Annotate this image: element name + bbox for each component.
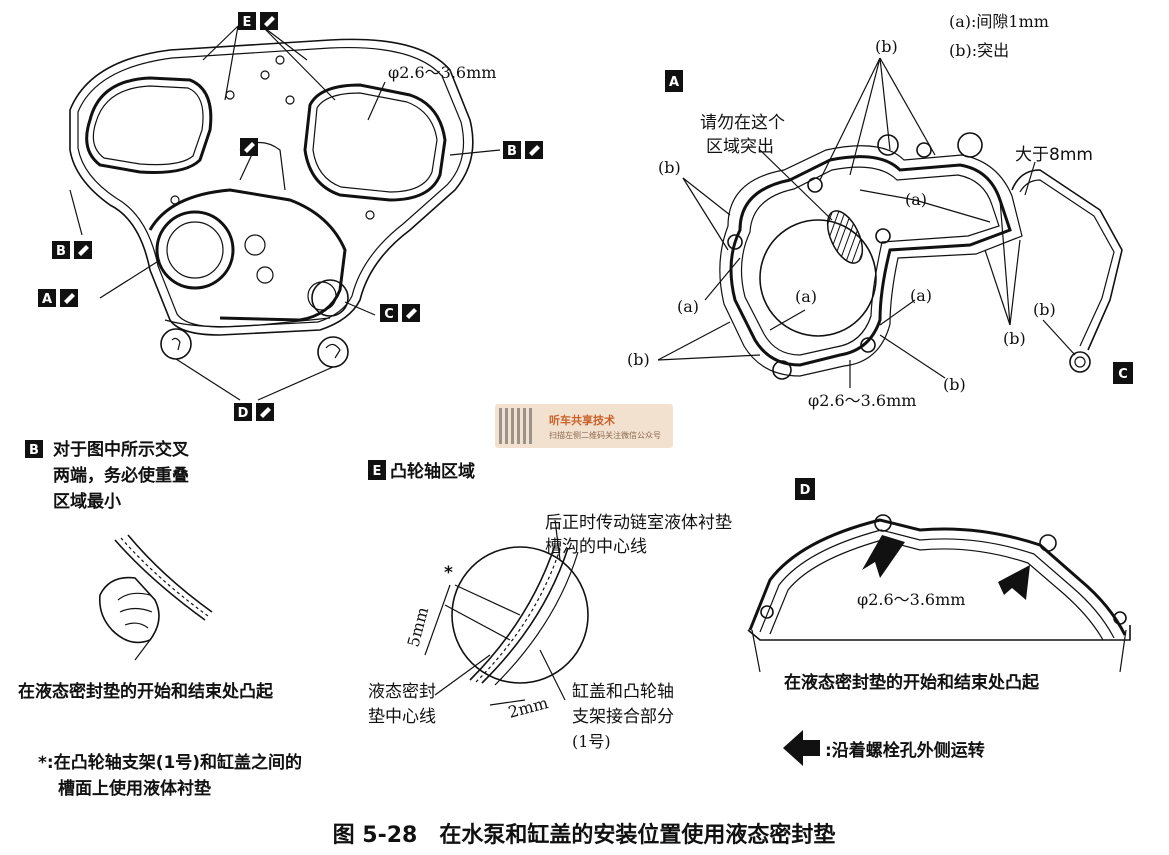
svg-text:A: A [42, 292, 52, 307]
arrow-legend-icon [783, 730, 820, 766]
svg-text:B: B [56, 244, 66, 259]
note-b-line1: 对于图中所示交叉 [53, 439, 190, 460]
tag-e-top-letter: E [243, 15, 252, 30]
pencil-icon [406, 308, 417, 319]
joint-line3: (1号) [572, 732, 611, 751]
legend-b: (b):突出 [949, 41, 1009, 60]
overview-leader-lines [69, 25, 501, 401]
tag-b-right: B [503, 141, 543, 159]
tag-a-left: A [38, 289, 78, 307]
tag-d-detail: D [795, 478, 815, 500]
tag-c-left: C [380, 304, 420, 322]
detail-a-phi-label: φ2.6～3.6mm [808, 391, 916, 410]
star-mark: * [444, 563, 453, 583]
pencil-icon [264, 16, 275, 27]
svg-text:A: A [669, 75, 679, 90]
callout-a-left: (a) [677, 297, 699, 316]
callout-b-bottom: (b) [943, 375, 966, 394]
groove-line1: 后正时传动链室液体衬垫 [545, 513, 732, 533]
callout-b-top: (b) [875, 37, 898, 56]
tag-d-left: D [234, 403, 274, 421]
callout-b-right: (b) [1003, 329, 1026, 348]
detail-d-caption: 在液态密封垫的开始和结束处凸起 [784, 672, 1040, 693]
callout-b-bottom-left: (b) [627, 350, 650, 369]
note-b-line2: 两端，务必使重叠 [53, 465, 189, 486]
joint-line1: 缸盖和凸轮轴 [572, 681, 674, 702]
tag-a-detail: A [665, 70, 683, 92]
arrow-legend-text: :沿着螺栓孔外侧运转 [825, 740, 985, 761]
note-e-title: 凸轮轴区域 [390, 461, 475, 482]
detail-d-drawing [747, 514, 1131, 673]
callout-a-right: (a) [905, 190, 927, 209]
note-e: E 凸轮轴区域 [368, 460, 475, 482]
callout-a-lower: (a) [910, 286, 932, 305]
watermark-subtitle: 扫描左侧二维码关注微信公众号 [549, 431, 661, 440]
callout-b-left: (b) [658, 158, 681, 177]
footnote-line2: 槽面上使用液体衬垫 [58, 778, 211, 799]
detail-d-phi-label: φ2.6～3.6mm [857, 590, 965, 609]
note-b: B 对于图中所示交叉 两端，务必使重叠 区域最小 [25, 439, 190, 512]
detail-b-drawing [98, 534, 213, 661]
legend-a: (a):间隙1mm [949, 12, 1049, 31]
no-protrude-line2: 区域突出 [706, 137, 774, 157]
tag-e-top: E [238, 12, 278, 30]
no-protrude-line1: 请勿在这个 [700, 113, 785, 133]
pencil-icon [64, 293, 75, 304]
svg-text:C: C [384, 307, 394, 322]
footnote-line1: *:在凸轮轴支架(1号)和缸盖之间的 [38, 752, 302, 773]
svg-text:B: B [507, 144, 517, 159]
dim-2mm: 2mm [506, 693, 550, 722]
direction-arrow-icon [862, 535, 905, 578]
seal-line2: 垫中心线 [368, 707, 436, 727]
svg-text:C: C [1118, 367, 1128, 382]
callout-b-far-right: (b) [1033, 300, 1056, 319]
svg-text:E: E [373, 464, 382, 479]
more-than-label: 大于8mm [1015, 145, 1093, 165]
pencil-icon [529, 145, 540, 156]
groove-line2: 槽沟的中心线 [545, 537, 647, 557]
tag-c-right: C [1113, 362, 1133, 384]
svg-text:B: B [29, 443, 39, 458]
detail-e-drawing [424, 519, 589, 706]
qr-code-icon [499, 408, 535, 444]
figure-caption: 图 5-28 在水泵和缸盖的安装位置使用液态密封垫 [333, 822, 836, 848]
detail-a-drawing [657, 57, 1123, 388]
watermark-badge: 听车共享技术 扫描左侧二维码关注微信公众号 [495, 404, 673, 448]
note-b-line3: 区域最小 [53, 491, 121, 512]
joint-line2: 支架接合部分 [572, 707, 674, 727]
callout-a-center: (a) [795, 287, 817, 306]
seal-line1: 液态密封 [368, 682, 436, 702]
tag-b-left: B [52, 241, 92, 259]
pencil-icon [244, 142, 255, 153]
overview-phi-label: φ2.6～3.6mm [388, 63, 496, 82]
tag-e-mid [240, 138, 258, 156]
svg-text:D: D [238, 406, 249, 421]
pencil-icon [78, 245, 89, 256]
watermark-title: 听车共享技术 [549, 414, 615, 427]
detail-b-caption: 在液态密封垫的开始和结束处凸起 [18, 681, 274, 702]
pencil-icon [260, 407, 271, 418]
svg-text:D: D [800, 483, 811, 498]
direction-arrow-icon [998, 565, 1030, 600]
dim-5mm: 5mm [404, 605, 433, 649]
